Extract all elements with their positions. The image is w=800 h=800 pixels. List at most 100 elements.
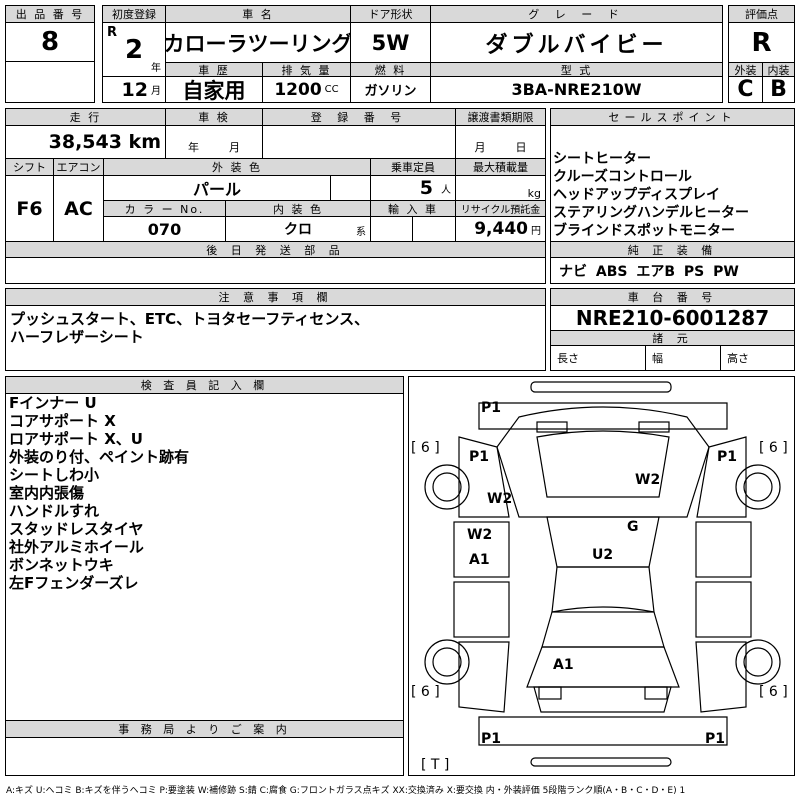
month-unit: 月 [151,86,161,97]
reg-label: 初度登録 [102,5,166,23]
mileage-label: 走 行 [5,108,166,126]
damage-mark: P1 [481,731,502,747]
insp-month: 月 [229,141,240,154]
ac-label: エアコン [53,158,104,176]
sales-label: セールスポイント [550,108,795,126]
sales-point: ステアリングハンデルヒーター [553,205,749,221]
disp-label: 排 気 量 [262,62,351,77]
damage-mark: A1 [469,552,490,568]
notes: プッシュスタート、ETC、トヨタセーフティセンス、 ハーフレザーシート [10,310,369,346]
interior-color: クロ [284,222,312,238]
damage-mark: W2 [487,491,513,507]
insp-year: 年 [188,141,199,154]
inspector-item: 左Fフェンダーズレ [9,574,139,592]
door-type: 5W [350,22,431,63]
sales-point: ブラインドスポットモニター [553,223,735,239]
ext-label: 外装 [728,62,763,77]
recycle-unit: 円 [531,225,541,237]
note-line: プッシュスタート、ETC、トヨタセーフティセンス、 [10,310,370,328]
year-unit: 年 [151,63,161,74]
lot-number: 8 [5,22,95,62]
inspector-item: ロアサポート X、U [9,430,143,448]
shift-label: シフト [5,158,54,176]
notes-box [5,305,546,371]
damage-mark: W2 [635,472,661,488]
damage-mark: U2 [592,547,614,563]
mileage: 38,543 km [5,125,166,159]
regno [262,125,456,159]
inspector-notes: Fインナー U コアサポート X ロアサポート X、U 外装のり付、ペイント跡有… [9,394,189,592]
regno-label: 登 録 番 号 [262,108,456,126]
sales-points: シートヒーター クルーズコントロール ヘッドアップディスプレイ ステアリングハン… [553,150,749,240]
color-number: 070 [103,216,226,242]
office-box [5,737,404,776]
equipment-label: 純 正 装 備 [550,241,795,258]
inspector-item: シートしわ小 [9,466,100,484]
tire-tread-fr: [ 6 ] [759,440,788,456]
sales-point: ヘッドアップディスプレイ [553,187,721,203]
height: 高さ [720,345,795,371]
inspection-label: 車 検 [165,108,263,126]
capacity-label: 乗車定員 [370,158,456,176]
load: kg [455,175,546,201]
capacity: 5 [419,177,433,199]
car-outline [424,381,781,767]
shift: F6 [5,175,54,242]
transfer-date: 月日 [455,125,546,159]
intcolor-suffix: 系 [356,227,366,238]
later-label: 後 日 発 送 部 品 [5,241,546,258]
trunk-mark: [ T ] [421,757,450,773]
damage-mark: P1 [469,449,490,465]
lot-label: 出 品 番 号 [5,5,95,23]
history-label: 車 歴 [165,62,263,77]
car-name: カローラツーリング [165,22,351,63]
inspector-label: 検 査 員 記 入 欄 [5,376,404,394]
tire-tread-fl: [ 6 ] [411,440,440,456]
note-line: ハーフレザーシート [10,328,144,346]
transfer-label: 譲渡書類期限 [455,108,546,126]
equipment: ナビ ABS エアB PS PW [550,257,795,284]
era: R [107,25,118,40]
damage-mark: G [627,519,639,535]
tire-tread-rl: [ 6 ] [411,684,440,700]
colorno-label: カ ラ ー No. [103,200,226,217]
color-blank [330,175,371,201]
sales-point: クルーズコントロール [553,169,692,185]
import-label: 輸 入 車 [370,200,456,217]
inspector-item: スタッドレスタイヤ [9,520,144,538]
damage-mark: P1 [717,449,738,465]
fuel-label: 燃 料 [350,62,431,77]
chassis-number: NRE210-6001287 [550,305,795,331]
model-code: 3BA-NRE210W [430,76,723,103]
recycle-fee: 9,440 [474,219,528,239]
office-label: 事 務 局 よ り ご 案 内 [5,720,404,738]
legend: A:キズ U:ヘコミ B:キズを伴うヘコミ P:要塗装 W:補修跡 S:錆 C:… [6,786,686,796]
inspector-item: ボンネットウキ [9,556,114,574]
reg-month: 12 [121,78,148,101]
score: R [728,22,795,63]
damage-mark: A1 [553,657,574,673]
chassis-label: 車 台 番 号 [550,288,795,306]
sales-point: シートヒーター [553,151,651,167]
inspector-item: Fインナー U [9,394,97,412]
inspection-date: 年月 [165,125,263,159]
fuel: ガソリン [350,76,431,103]
ac: AC [53,175,104,242]
later-parts [5,257,546,284]
inspector-item: コアサポート X [9,412,116,430]
reg-year: 2 [124,34,144,65]
width: 幅 [645,345,721,371]
inspector-item: 室内内張傷 [9,484,85,502]
tr-month: 月 [474,141,486,154]
tr-day: 日 [515,141,527,154]
name-label: 車 名 [165,5,351,23]
damage-mark: P1 [481,400,502,416]
import-b [412,216,456,242]
recycle-label: リサイクル預託金 [455,200,546,217]
history: 自家用 [165,76,263,103]
disp-unit: CC [324,84,339,95]
inspector-item: 社外アルミホイール [9,538,144,556]
